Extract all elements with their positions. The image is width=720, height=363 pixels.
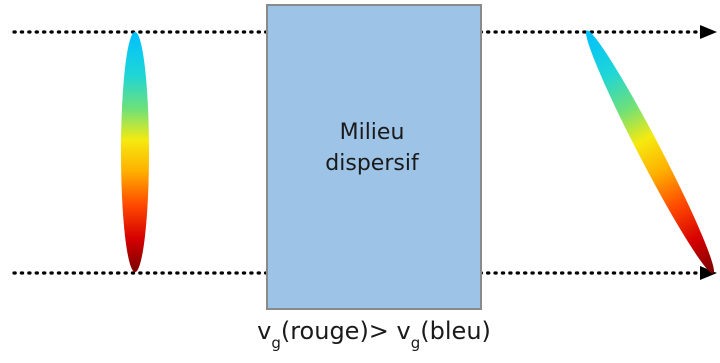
arrow-top-icon (700, 25, 717, 39)
input-pulse (121, 32, 149, 272)
medium-label-line1: Milieu (340, 120, 405, 145)
caption-sub1: g (271, 334, 281, 352)
arrow-bottom-icon (700, 266, 717, 280)
caption-v2: v (397, 317, 411, 345)
dispersive-medium-box (266, 4, 482, 310)
caption-text2: (bleu) (420, 317, 491, 345)
output-pulse (585, 30, 715, 274)
caption-text1: (rouge)> (281, 317, 397, 345)
medium-label-line2: dispersif (325, 151, 420, 176)
group-velocity-caption: vg(rouge)> vg(bleu) (257, 317, 491, 352)
caption-v1: v (257, 317, 271, 345)
caption-sub2: g (411, 334, 421, 352)
